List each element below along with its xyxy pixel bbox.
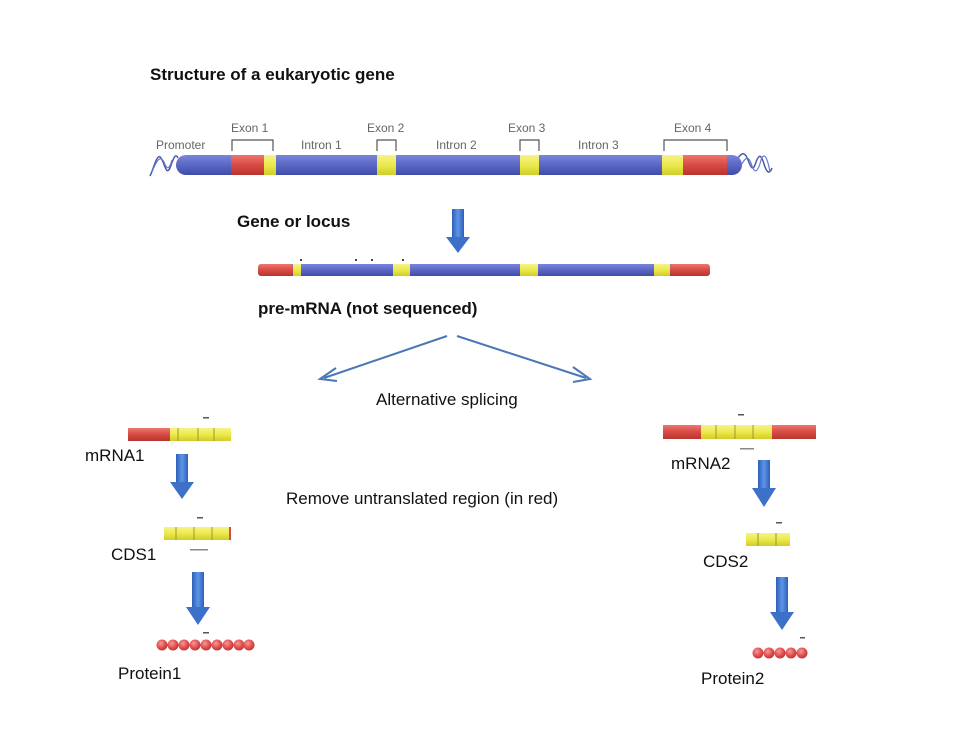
mrna2-bar <box>663 414 816 450</box>
exon4-bracket <box>663 139 728 151</box>
arrow-mrna2-to-cds2-icon <box>752 460 776 507</box>
alternative-splicing-arrows-icon <box>317 335 593 383</box>
pre-mrna-bar <box>258 259 710 276</box>
gene-or-locus-label: Gene or locus <box>237 212 351 231</box>
exon2 <box>377 155 396 175</box>
dna-right-squiggle-icon <box>737 153 773 173</box>
exon4-utr <box>683 155 727 175</box>
exon1-utr <box>231 155 264 175</box>
intron1-label: Intron 1 <box>301 138 342 152</box>
alternative-splicing-label: Alternative splicing <box>376 390 518 409</box>
protein1-label: Protein1 <box>118 664 182 683</box>
arrow-cds2-to-protein2-icon <box>770 577 794 630</box>
protein1-beads <box>156 632 255 651</box>
intron3-label: Intron 3 <box>578 138 619 152</box>
dna-left-squiggle-icon <box>149 155 179 177</box>
exon1-label: Exon 1 <box>231 121 269 135</box>
exon3-bracket <box>519 139 540 151</box>
mrna1-bar <box>128 417 231 441</box>
cds2-label: CDS2 <box>703 552 749 571</box>
intron2-label: Intron 2 <box>436 138 477 152</box>
mrna1-label: mRNA1 <box>85 446 145 465</box>
arrow-cds1-to-protein1-icon <box>186 572 210 625</box>
exon4-label: Exon 4 <box>674 121 712 135</box>
exon1-bracket <box>231 139 274 151</box>
diagram-title: Structure of a eukaryotic gene <box>150 65 395 84</box>
arrow-gene-to-premrna-icon <box>446 209 470 253</box>
gene-structure: Promoter Exon 1 Intron 1 Exon 2 Intron 2… <box>149 121 773 177</box>
exon4-coding <box>662 155 683 175</box>
protein2-beads <box>752 637 808 659</box>
pre-mrna-label: pre-mRNA (not sequenced) <box>258 299 478 318</box>
cds2-bar <box>746 522 790 546</box>
promoter-label: Promoter <box>156 138 205 152</box>
remove-utr-label: Remove untranslated region (in red) <box>286 489 559 508</box>
arrow-mrna1-to-cds1-icon <box>170 454 194 499</box>
exon2-bracket <box>376 139 397 151</box>
mrna2-label: mRNA2 <box>671 454 731 473</box>
exon3-label: Exon 3 <box>508 121 546 135</box>
exon3 <box>520 155 539 175</box>
cds1-bar <box>164 517 231 551</box>
protein2-label: Protein2 <box>701 669 765 688</box>
exon2-label: Exon 2 <box>367 121 405 135</box>
cds1-label: CDS1 <box>111 545 157 564</box>
gene-bar <box>176 155 742 175</box>
exon1-coding <box>264 155 276 175</box>
